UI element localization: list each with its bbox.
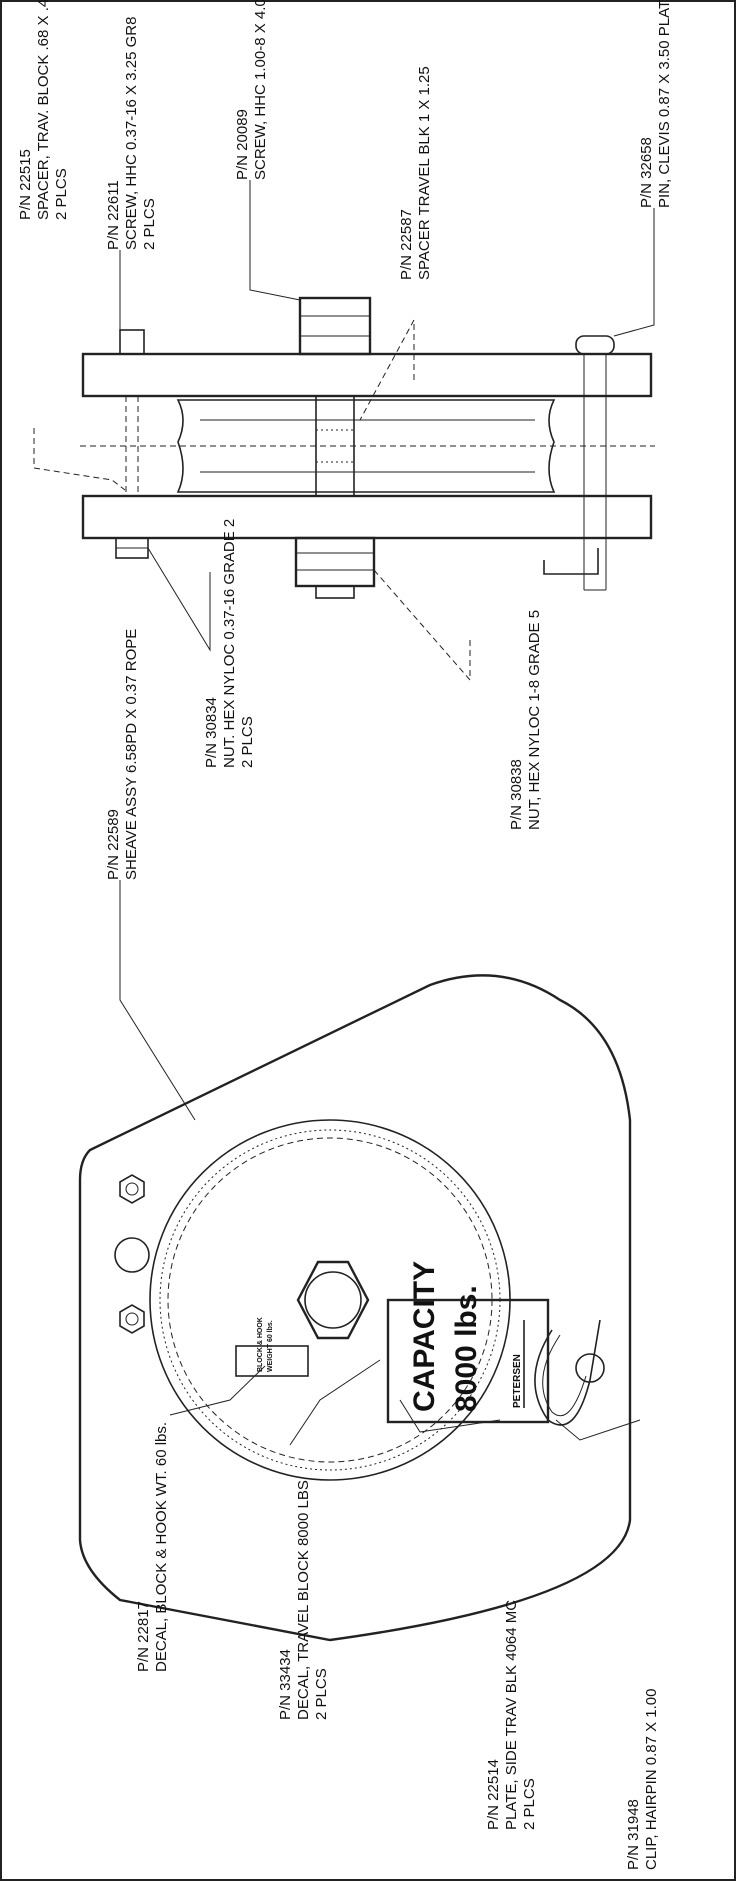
callout-pin-clevis: P/N 32658 PIN, CLEVIS 0.87 X 3.50 PLATED <box>638 0 673 208</box>
callout-desc: DECAL, BLOCK & HOOK WT. 60 lbs. <box>153 1422 170 1672</box>
side-plate-left <box>81 494 653 540</box>
main-bolt <box>294 296 376 599</box>
center-hex-nut <box>296 1260 370 1340</box>
callout-screw-hhc-100: P/N 20089 SCREW, HHC 1.00-8 X 4.00 GR8 <box>234 0 269 180</box>
callout-pn: P/N 33434 <box>277 1649 294 1720</box>
callout-qty: 2 PLCS <box>53 168 70 220</box>
callout-pn: P/N 22589 <box>105 809 122 880</box>
callout-screw-hhc-037: P/N 22611 SCREW, HHC 0.37-16 X 3.25 GR8 … <box>105 17 158 250</box>
callout-nut-nyloc-037: P/N 30834 NUT. HEX NYLOC 0.37-16 GRADE 2… <box>203 519 256 768</box>
capacity-brand: PETERSEN <box>512 1354 523 1408</box>
side-plate-right <box>81 352 653 398</box>
callout-desc: SCREW, HHC 0.37-16 X 3.25 GR8 <box>123 17 140 250</box>
callout-desc: NUT, HEX NYLOC 1-8 GRADE 5 <box>526 610 543 830</box>
callout-sheave-assy: P/N 22589 SHEAVE ASSY 6.58PD X 0.37 ROPE <box>105 629 140 880</box>
callout-desc: SHEAVE ASSY 6.58PD X 0.37 ROPE <box>123 629 140 880</box>
callout-nut-nyloc-18: P/N 30838 NUT, HEX NYLOC 1-8 GRADE 5 <box>508 610 543 830</box>
callout-pn: P/N 30834 <box>203 697 220 768</box>
callout-qty: 2 PLCS <box>521 1778 538 1830</box>
callout-pn: P/N 30838 <box>508 759 525 830</box>
callout-desc: PLATE, SIDE TRAV BLK 4064 MC <box>503 1600 520 1830</box>
side-view-assembly <box>80 296 655 599</box>
callout-spacer-trav-block: P/N 22515 SPACER, TRAV. BLOCK .68 X .41 … <box>17 0 70 220</box>
callout-pn: P/N 22611 <box>105 180 122 250</box>
callout-pn: P/N 31948 <box>625 1799 642 1870</box>
callout-desc: SCREW, HHC 1.00-8 X 4.00 GR8 <box>252 0 269 180</box>
callout-pn: P/N 22515 <box>17 149 34 220</box>
hairpin-clip <box>534 1319 605 1426</box>
side-view-leaders <box>33 180 655 682</box>
callout-pn: P/N 22817 <box>135 1601 152 1672</box>
callout-plate-side: P/N 22514 PLATE, SIDE TRAV BLK 4064 MC 2… <box>485 1600 538 1830</box>
callout-qty: 2 PLCS <box>141 198 158 250</box>
front-view-assembly: BLOCK & HOOK WEIGHT 60 lbs. CAPACITY 800… <box>78 974 632 1642</box>
callout-spacer-travel-blk: P/N 22587 SPACER TRAVEL BLK 1 X 1.25 <box>398 66 433 280</box>
callout-desc: DECAL, TRAVEL BLOCK 8000 LBS <box>295 1480 312 1720</box>
weight-decal-line1: BLOCK & HOOK <box>257 1317 264 1372</box>
callout-pn: P/N 22587 <box>398 209 415 280</box>
callout-decal-travel-block: P/N 33434 DECAL, TRAVEL BLOCK 8000 LBS 2… <box>277 1480 330 1720</box>
callout-pn: P/N 32658 <box>638 137 655 208</box>
callout-pn: P/N 20089 <box>234 109 251 180</box>
callout-desc: CLIP, HAIRPIN 0.87 X 1.00 <box>643 1689 660 1871</box>
callout-desc: SPACER TRAVEL BLK 1 X 1.25 <box>416 66 433 280</box>
callout-qty: 2 PLCS <box>239 716 256 768</box>
spacer-holes <box>114 1174 150 1334</box>
clevis-pin-side <box>543 335 615 591</box>
small-screw-assembly <box>115 329 149 559</box>
side-plate-outline <box>78 974 632 1642</box>
weight-decal-line2: WEIGHT 60 lbs. <box>267 1320 274 1372</box>
callout-clip-hairpin: P/N 31948 CLIP, HAIRPIN 0.87 X 1.00 <box>625 1689 660 1871</box>
callout-pn: P/N 22514 <box>485 1759 502 1830</box>
callout-qty: 2 PLCS <box>313 1668 330 1720</box>
callout-decal-block-hook: P/N 22817 DECAL, BLOCK & HOOK WT. 60 lbs… <box>135 1422 170 1672</box>
weight-decal: BLOCK & HOOK WEIGHT 60 lbs. <box>235 1317 309 1377</box>
front-view-leaders <box>119 880 641 1446</box>
callout-desc: NUT. HEX NYLOC 0.37-16 GRADE 2 <box>221 519 238 768</box>
capacity-value: 8000 lbs. <box>450 1285 483 1412</box>
capacity-decal: CAPACITY 8000 lbs. PETERSEN <box>386 1261 550 1424</box>
capacity-title: CAPACITY <box>408 1261 441 1412</box>
callout-desc: PIN, CLEVIS 0.87 X 3.50 PLATED <box>656 0 673 208</box>
callout-desc: SPACER, TRAV. BLOCK .68 X .41 X 1.125 <box>35 0 52 220</box>
